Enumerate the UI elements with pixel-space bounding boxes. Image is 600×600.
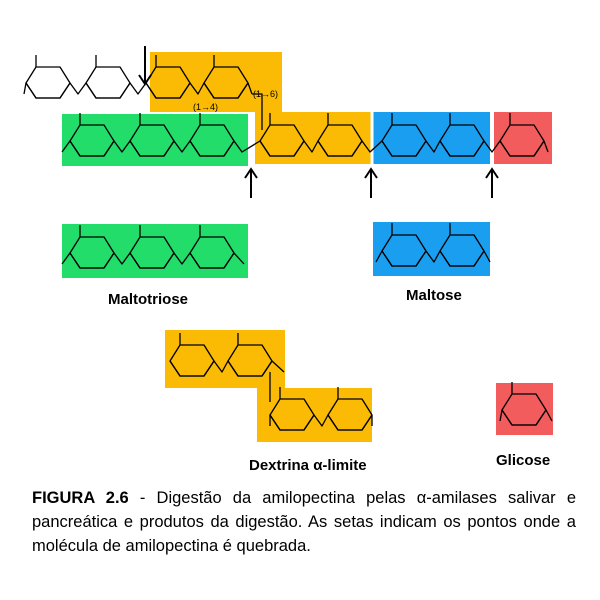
maltotriose-label: Maltotriose <box>108 291 188 308</box>
bond-label-1-6: (1→6) <box>253 89 278 99</box>
glycosidic-link-line <box>269 414 373 431</box>
glycosidic-link-line <box>499 409 553 426</box>
glucose-label: Glicose <box>496 452 550 469</box>
caption-text: - Digestão da amilopectina pelas α-amila… <box>32 489 576 555</box>
cleavage-arrow-icon <box>138 46 152 86</box>
figure-caption: FIGURA 2.6 - Digestão da amilopectina pe… <box>32 486 576 558</box>
dextrin-branch-box <box>150 52 282 112</box>
branch-link-1-6 <box>252 93 263 130</box>
cleavage-arrow-icon <box>244 167 258 198</box>
glycosidic-link-line <box>61 252 245 269</box>
dextrin-label: Dextrina α-limite <box>249 457 367 474</box>
bond-label-1-4: (1→4) <box>193 102 218 112</box>
cleavage-arrows <box>138 46 499 198</box>
product-maltose-box <box>373 222 490 276</box>
cleavage-arrow-icon <box>364 167 378 198</box>
glycosidic-link-line <box>169 360 285 377</box>
product-maltotriose-box <box>62 224 248 278</box>
cleavage-gaps <box>249 112 494 170</box>
product-dextrin-branch-box <box>165 330 285 388</box>
glycosidic-link-line <box>23 82 253 99</box>
maltose-label: Maltose <box>406 287 462 304</box>
glycosidic-link-line <box>375 250 491 267</box>
figure-number: FIGURA 2.6 <box>32 489 129 507</box>
color-boxes <box>62 52 553 442</box>
maltotriose-box <box>62 114 248 166</box>
glycosidic-link-line <box>61 140 549 157</box>
product-glucose-box <box>496 383 553 435</box>
cleavage-arrow-icon <box>485 167 499 198</box>
